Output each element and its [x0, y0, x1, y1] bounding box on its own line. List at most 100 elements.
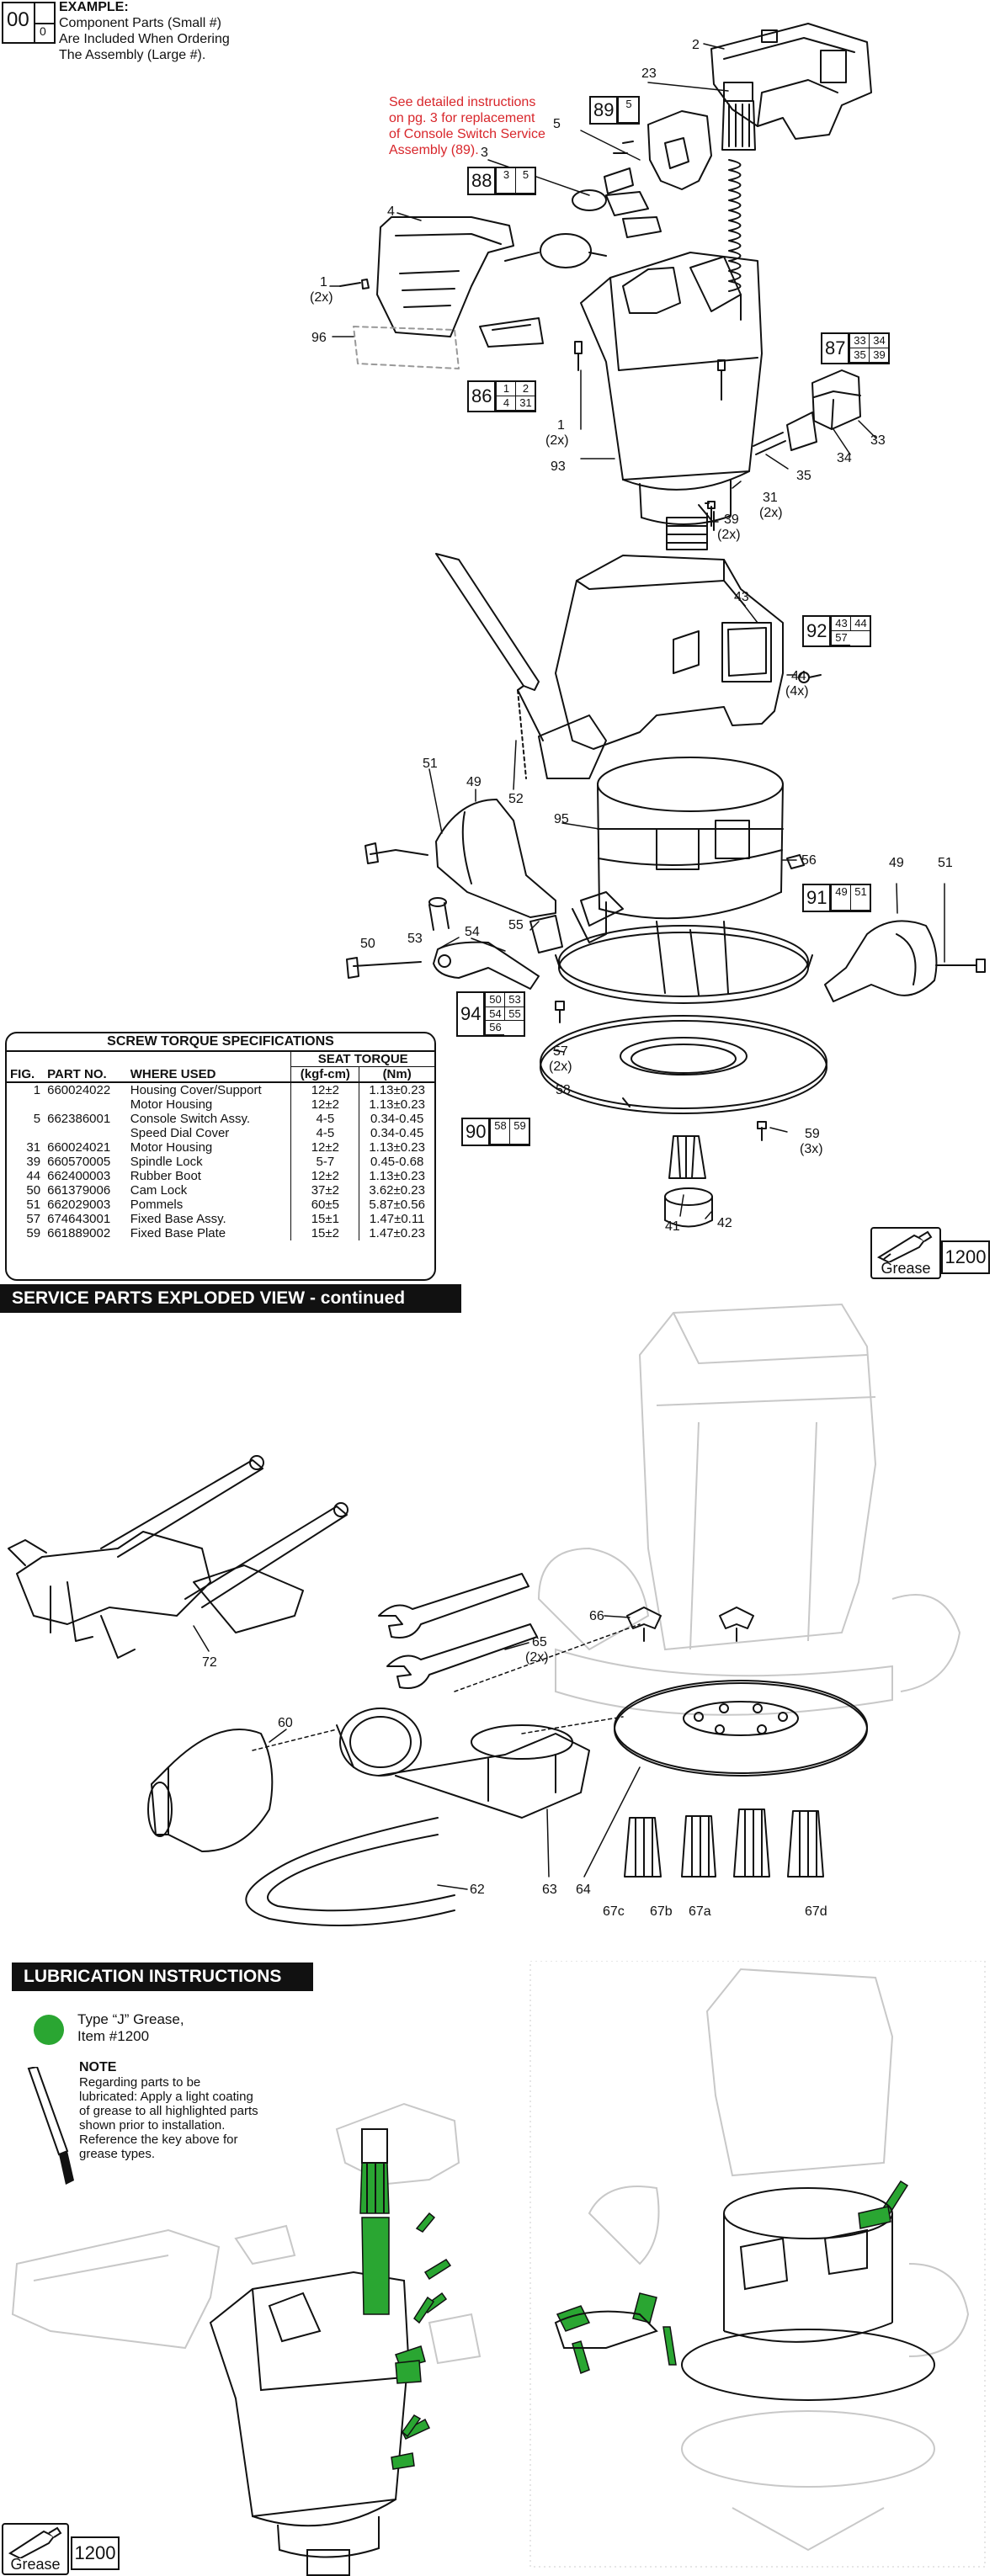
table-cell: Motor Housing — [130, 1140, 213, 1155]
callout-42: 42 — [717, 1216, 732, 1230]
dust-hood-part — [336, 1708, 590, 1819]
assembly-number: 86 — [469, 382, 497, 411]
example-legend: 00 0 EXAMPLE: Component Parts (Small #) … — [2, 0, 305, 69]
ghost-right-assembly — [588, 1968, 970, 2552]
callout-2: 2 — [692, 38, 700, 52]
dust-adapter-part — [147, 1729, 274, 1852]
note-line: shown prior to installation. — [79, 2118, 226, 2133]
section-banner-lubrication: LUBRICATION INSTRUCTIONS — [12, 1963, 313, 1991]
table-cell: 1.47±0.11 — [359, 1212, 434, 1226]
table-cell: 1.13±0.23 — [359, 1169, 434, 1183]
collet-and-nut — [664, 1135, 713, 1228]
grease-type-line-2: Item #1200 — [77, 2028, 150, 2044]
right-cam-lock — [554, 2310, 658, 2349]
table-cell: Fixed Base Plate — [130, 1226, 226, 1240]
wrench-part — [378, 1573, 538, 1689]
assembly-components: 5 — [618, 98, 639, 123]
screw-59 — [757, 1121, 767, 1141]
grease-type-line-1: Type “J” Grease, — [77, 2011, 184, 2027]
grease-highlights-right — [556, 2206, 891, 2366]
brush-icon — [27, 2067, 74, 2185]
table-cell: 660024022 — [47, 1083, 111, 1097]
callout-5: 5 — [553, 117, 561, 131]
component-number: 1 — [496, 382, 516, 396]
component-number: 39 — [869, 348, 889, 363]
console-note-line-4: Assembly (89). — [389, 143, 479, 157]
callout-72: 72 — [202, 1655, 217, 1670]
table-cell: 57 — [26, 1212, 41, 1226]
leader-lines-top — [329, 43, 945, 1219]
table-cell: 1.47±0.23 — [359, 1226, 434, 1240]
hose-part — [245, 1817, 455, 1926]
table-cell: 37±2 — [290, 1183, 359, 1198]
component-number: 5 — [515, 168, 535, 194]
housing-support-part — [710, 23, 872, 140]
base-ring — [555, 901, 813, 1004]
note-line: Regarding parts to be — [79, 2075, 201, 2090]
table-cell: 1.13±0.23 — [359, 1082, 434, 1097]
fixed-base-collar — [597, 757, 784, 920]
table-cell: 12±2 — [290, 1140, 359, 1155]
callout-65: 65 — [532, 1635, 547, 1649]
assembly-number: 91 — [804, 885, 832, 911]
table-cell: 0.34-0.45 — [359, 1126, 434, 1140]
example-assembly-box: 00 0 — [2, 2, 56, 44]
speed-dial-part — [572, 189, 662, 238]
component-number: 33 — [849, 334, 870, 348]
grease-label: Grease — [881, 1260, 931, 1277]
callout-2x-a: (2x) — [310, 290, 333, 305]
table-cell: Rubber Boot — [130, 1169, 201, 1183]
table-cell: 660024021 — [47, 1140, 111, 1155]
callout-2x-d: (2x) — [717, 528, 741, 542]
table-cell: Motor Housing — [130, 1097, 213, 1112]
note-line: Reference the key above for — [79, 2133, 238, 2147]
callout-3x: (3x) — [800, 1142, 823, 1156]
pommel-right — [824, 920, 986, 1002]
torque-table-grid: SEAT TORQUE FIG. PART NO. WHERE USED (kg… — [7, 1052, 434, 1240]
wing-knobs-part — [626, 1607, 754, 1642]
callout-23: 23 — [641, 66, 657, 81]
table-cell: 12±2 — [290, 1082, 359, 1097]
screws-top — [339, 141, 726, 539]
col-where-used: WHERE USED — [130, 1066, 216, 1081]
callout-59: 59 — [805, 1127, 820, 1141]
callout-67d: 67d — [805, 1904, 827, 1919]
table-cell: 12±2 — [290, 1169, 359, 1183]
table-cell: Pommels — [130, 1198, 184, 1212]
callout-39: 39 — [724, 513, 739, 527]
callouts-top: 2 23 5 3 4 1 (2x) 96 1 (2x) 93 31 (2x) 3… — [310, 38, 953, 1234]
component-number: 51 — [850, 885, 870, 911]
component-number: 57 — [831, 631, 851, 645]
table-cell: Console Switch Assy. — [130, 1112, 251, 1126]
callout-60: 60 — [278, 1716, 293, 1730]
pommel-left — [364, 799, 556, 918]
component-number: 43 — [831, 617, 851, 631]
component-number: 31 — [515, 396, 535, 411]
callout-35: 35 — [796, 469, 811, 483]
grease-tube-icon-bottom — [8, 2526, 62, 2560]
console-switch-part — [604, 110, 712, 194]
component-number: 49 — [831, 885, 851, 911]
grease-tube-box: Grease — [870, 1227, 941, 1279]
table-cell: Cam Lock — [130, 1183, 188, 1198]
right-diagram-frame — [529, 1961, 986, 2568]
table-cell: 15±2 — [290, 1226, 359, 1240]
side-cover-part — [376, 216, 607, 337]
example-small-number: 0 — [40, 24, 46, 38]
table-cell: 662400003 — [47, 1169, 111, 1183]
table-cell: 5.87±0.56 — [359, 1198, 434, 1212]
edge-guide-rail — [435, 553, 544, 779]
callout-1b: 1 — [557, 418, 565, 433]
grease-tube-box-bottom: Grease — [2, 2523, 69, 2575]
